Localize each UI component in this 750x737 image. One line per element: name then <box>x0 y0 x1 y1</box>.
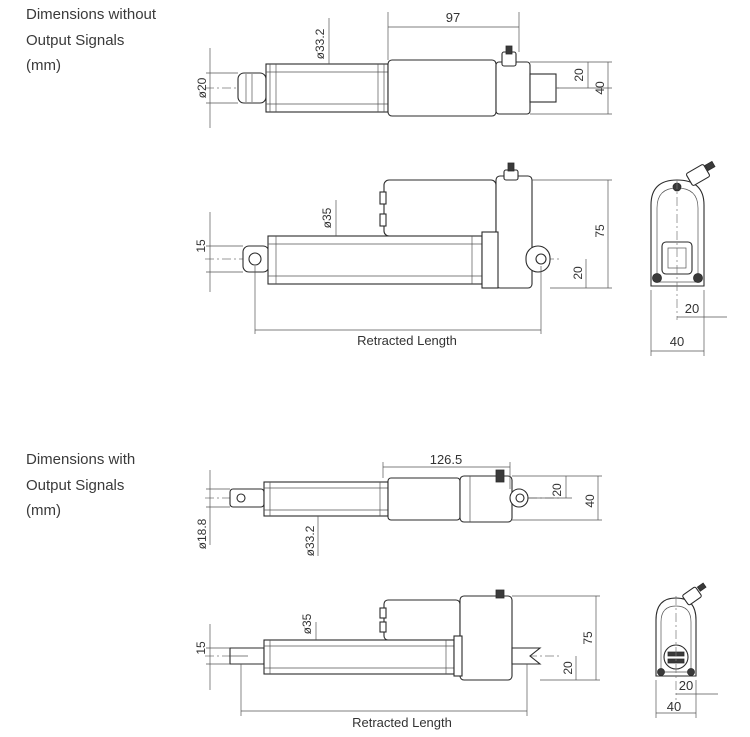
s2-top-half-width-label: 20 <box>550 483 564 497</box>
s2-side-offset-label: 20 <box>561 661 575 675</box>
s1-side-view: 15 ø35 Retracted Length 75 20 <box>194 162 612 348</box>
s1-top-rod-dia-label: ø20 <box>195 77 209 98</box>
heading-line: (mm) <box>26 502 61 519</box>
section-1-heading: Dimensions without Output Signals (mm) <box>26 2 156 79</box>
s1-top-half-width-label: 20 <box>572 68 586 82</box>
section-2-heading: Dimensions with Output Signals (mm) <box>26 447 135 524</box>
s2-top-view: 126.5 ø18.8 ø33.2 20 40 <box>195 452 602 556</box>
s1-top-length-label: 97 <box>446 10 460 25</box>
s1-side-retracted-label: Retracted Length <box>357 333 457 348</box>
s1-end-view: 20 40 <box>650 160 727 356</box>
s2-top-width-label: 40 <box>583 494 597 508</box>
heading-line: Dimensions without <box>26 6 157 23</box>
s1-end-half-width-label: 20 <box>685 301 699 316</box>
s1-end-width-label: 40 <box>670 334 684 349</box>
s2-top-tube-dia-label: ø33.2 <box>303 525 317 556</box>
s2-top-length-label: 126.5 <box>430 452 463 467</box>
s2-side-view: 15 ø35 Retracted Length 75 20 <box>194 589 600 730</box>
heading-line: Output Signals <box>26 476 125 494</box>
heading-line: Dimensions with <box>26 451 136 468</box>
s2-top-rod-dia-label: ø18.8 <box>195 518 209 549</box>
s2-side-tube-dia-label: ø35 <box>300 613 314 634</box>
s2-side-height-label: 75 <box>581 631 595 645</box>
s1-side-clevis-label: 15 <box>194 239 208 253</box>
s1-side-eye-offset-label: 20 <box>571 266 585 280</box>
heading-line: (mm) <box>26 57 61 74</box>
s2-side-retracted-label: Retracted Length <box>352 715 452 730</box>
heading-line: Output Signals <box>26 31 125 49</box>
s1-side-tube-dia-label: ø35 <box>320 207 334 228</box>
s1-top-width-label: 40 <box>593 81 607 95</box>
s1-side-height-label: 75 <box>593 224 607 238</box>
s1-top-view: 97 ø33.2 ø20 20 40 <box>195 10 612 128</box>
s2-end-view: 20 40 <box>655 582 718 718</box>
s2-end-width-label: 40 <box>667 699 681 714</box>
s2-end-half-width-label: 20 <box>679 678 693 693</box>
s1-top-tube-dia-label: ø33.2 <box>313 28 327 59</box>
s2-side-clevis-label: 15 <box>194 641 208 655</box>
